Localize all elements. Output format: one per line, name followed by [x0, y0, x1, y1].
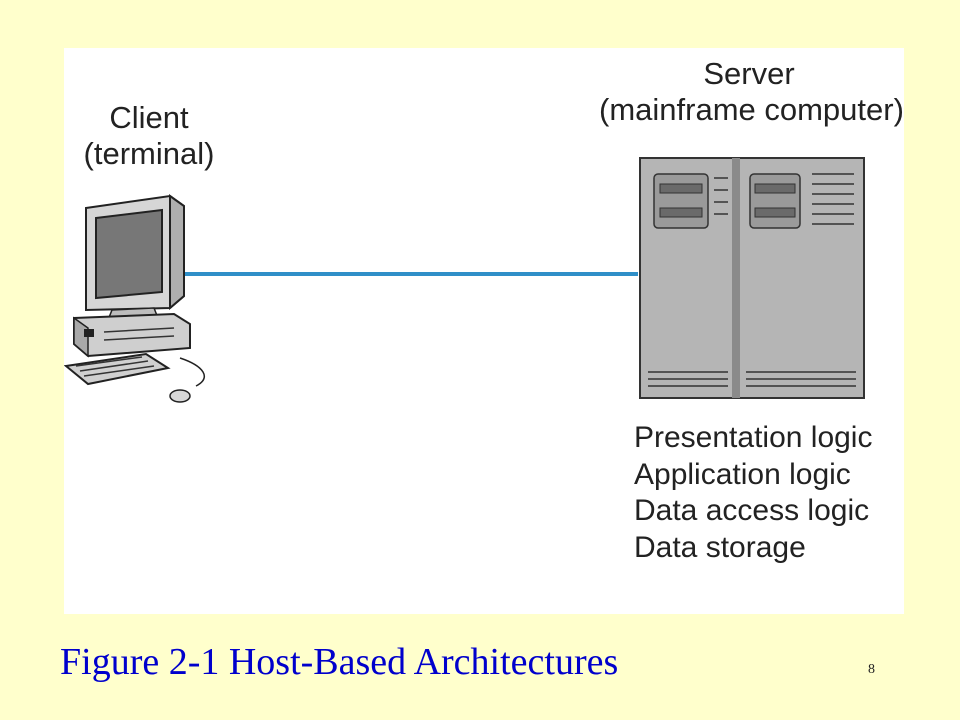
layer-presentation-logic: Presentation logic [634, 421, 873, 454]
layer-application-logic: Application logic [634, 457, 851, 491]
mainframe-server-icon [639, 157, 865, 399]
server-label-line2: (mainframe computer) [599, 91, 904, 127]
client-label: Client (terminal) [74, 100, 224, 171]
layer-data-access-logic: Data access logic [634, 494, 870, 528]
server-label: Server (mainframe computer) [599, 56, 904, 127]
figure-caption: Figure 2-1 Host-Based Architectures [60, 641, 619, 683]
layer-data-storage: Data storage [634, 530, 806, 564]
diagram-panel: Client (terminal) Server (mainframe comp… [64, 48, 904, 614]
client-label-line1: Client [109, 100, 189, 135]
server-logic-layers: Presentation logic Application logic Dat… [634, 420, 872, 566]
slide-number: 8 [868, 662, 875, 677]
diagram-graphics [64, 157, 865, 403]
client-label-line2: (terminal) [83, 135, 215, 171]
desktop-terminal-icon [64, 194, 206, 403]
server-label-line1: Server [703, 56, 795, 91]
